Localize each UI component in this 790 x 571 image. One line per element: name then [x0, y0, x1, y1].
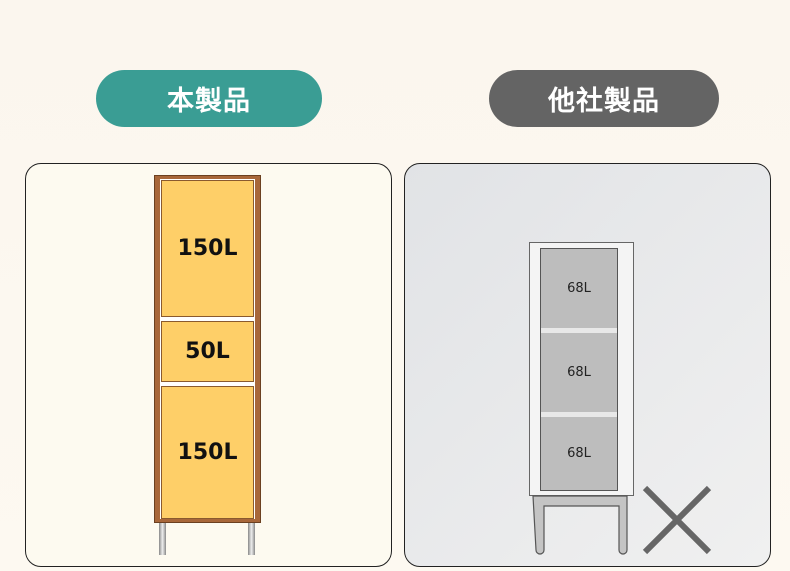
competitor-product-label: 他社製品	[489, 70, 719, 127]
competitor-compartment-top: 68L	[541, 249, 617, 328]
cabinet-leg	[159, 523, 166, 555]
compartment-bottom: 150L	[161, 386, 254, 519]
competitor-leg-base	[532, 495, 628, 555]
our-product-label: 本製品	[96, 70, 322, 127]
compartment-top: 150L	[161, 180, 254, 317]
cabinet-leg	[248, 523, 255, 555]
competitor-compartment-middle: 68L	[541, 333, 617, 412]
competitor-compartment-bottom: 68L	[541, 417, 617, 490]
x-mark-icon	[642, 485, 712, 555]
compartment-middle: 50L	[161, 321, 254, 382]
